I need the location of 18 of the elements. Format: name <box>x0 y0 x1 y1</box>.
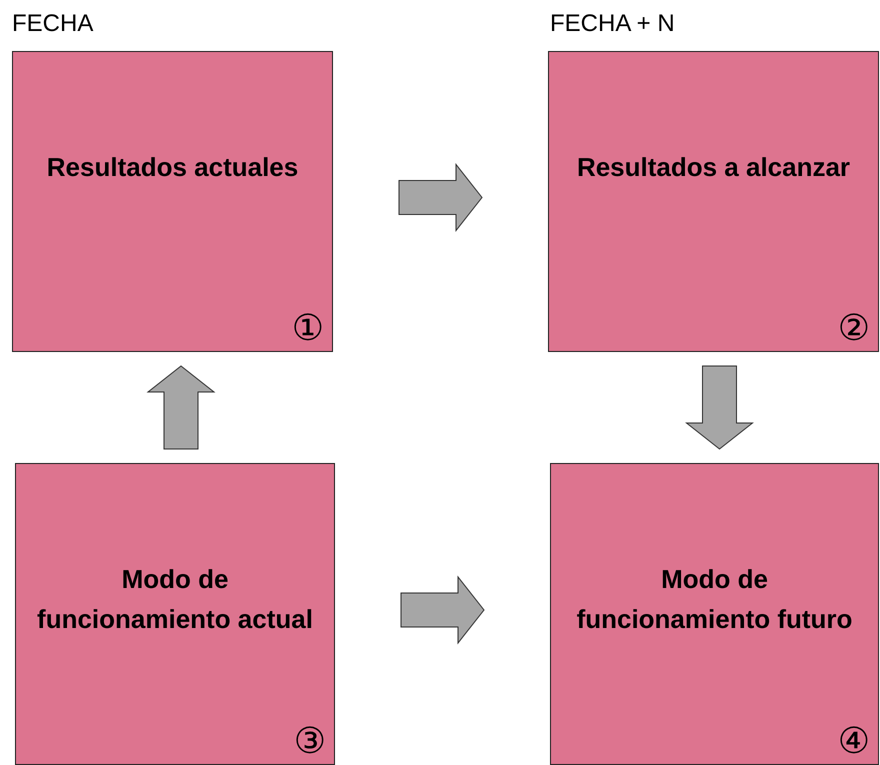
box-title: Modo de funcionamiento futuro <box>576 563 854 636</box>
box-title: Resultados actuales <box>46 151 300 184</box>
column-heading: FECHA + N <box>550 12 675 36</box>
process-box <box>15 463 335 765</box>
process-box <box>550 463 879 765</box>
step-number: ① <box>292 311 324 347</box>
block-arrow <box>146 365 216 450</box>
block-arrow <box>685 366 754 450</box>
process-box <box>12 51 333 352</box>
step-number: ④ <box>838 724 870 760</box>
column-heading: FECHA <box>12 12 94 36</box>
box-title: Modo de funcionamiento actual <box>36 563 314 636</box>
process-box <box>548 51 879 352</box>
box-title: Resultados a alcanzar <box>576 151 852 184</box>
block-arrow <box>400 576 485 644</box>
step-number: ② <box>838 311 870 347</box>
step-number: ③ <box>294 724 326 760</box>
block-arrow <box>398 163 483 232</box>
